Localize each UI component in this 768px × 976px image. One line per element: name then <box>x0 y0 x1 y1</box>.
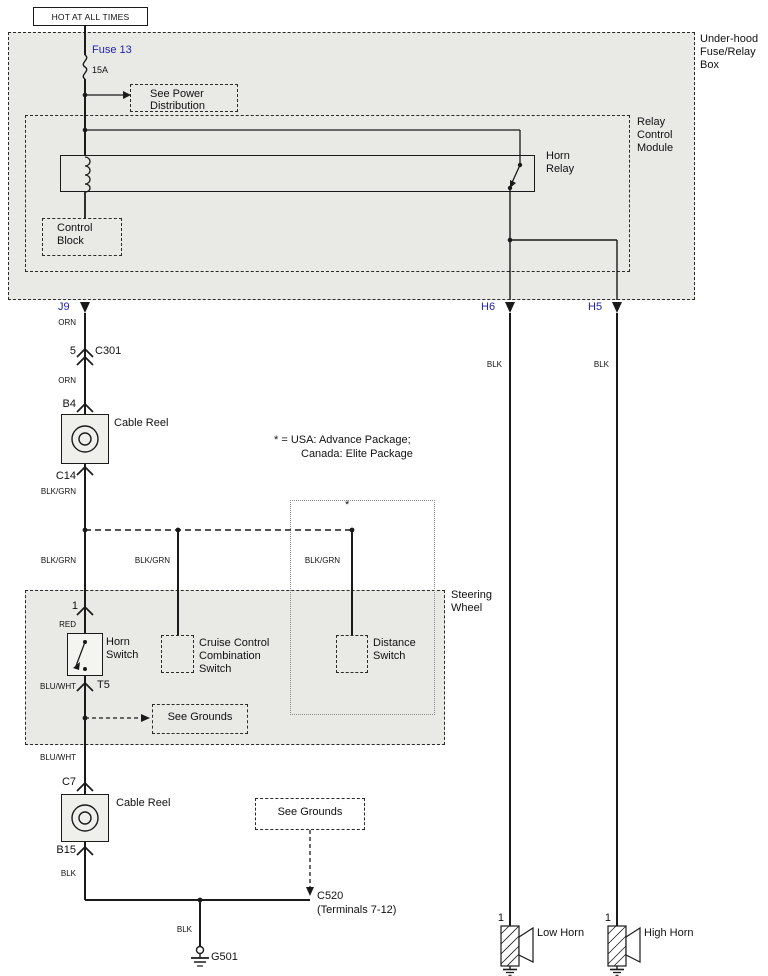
relay-module-label-3: Module <box>637 142 674 154</box>
c7-connector-icon <box>76 781 94 792</box>
see-grounds-label-2: See Grounds <box>277 806 343 818</box>
wire-color-bluwht-1: BLU/WHT <box>40 682 76 691</box>
wire-color-blkgrn-1: BLK/GRN <box>40 487 76 496</box>
wire-color-red: RED <box>59 620 76 629</box>
optional-package-region <box>290 500 435 715</box>
c520-arrow-icon <box>306 887 314 896</box>
relay-control-module-box <box>25 115 630 272</box>
steering-wheel-label-2: Wheel <box>451 602 483 614</box>
cable-reel-2-box <box>61 794 109 842</box>
cable-reel-1-box <box>61 414 109 464</box>
horn-relay-label-2: Relay <box>546 163 575 175</box>
hot-at-all-times-box: HOT AT ALL TIMES <box>33 7 148 26</box>
fuse-id-label: Fuse 13 <box>92 44 132 56</box>
see-power-label-1: See Power <box>150 88 204 100</box>
c14-label: C14 <box>55 470 76 482</box>
t5-label: T5 <box>97 679 110 691</box>
horn-feed-wires <box>509 313 618 926</box>
c301-label: C301 <box>95 345 122 357</box>
wire-color-blk-h5: BLK <box>593 360 609 369</box>
distance-switch-box <box>336 635 368 673</box>
wire-color-orn-2: ORN <box>58 376 76 385</box>
box-exit-arrows <box>80 302 622 313</box>
low-horn-symbol <box>500 925 534 976</box>
horn-switch-label-1: Horn <box>106 636 130 648</box>
horn-icon <box>607 925 627 967</box>
wire-color-blkgrn-4: BLK/GRN <box>304 556 340 565</box>
h5-exit-arrow-icon <box>612 302 622 313</box>
distance-label-1: Distance <box>373 637 416 649</box>
low-horn-pin-label: 1 <box>497 912 504 924</box>
horn-switch-label-2: Switch <box>106 649 139 661</box>
steering-pin-label: 1 <box>71 600 78 612</box>
control-block-box <box>42 218 122 256</box>
high-horn-label: High Horn <box>644 927 694 939</box>
fuse-rating-label: 15A <box>92 65 109 75</box>
bottom-ground-run <box>85 830 314 967</box>
cable-reel-2-label: Cable Reel <box>116 797 171 809</box>
c7-label: C7 <box>61 776 76 788</box>
distance-label-2: Switch <box>373 650 406 662</box>
cable-reel-1-label: Cable Reel <box>114 417 169 429</box>
see-grounds-label-1: See Grounds <box>167 711 233 723</box>
b15-connector-icon <box>76 845 94 856</box>
see-grounds-box-2 <box>255 798 365 830</box>
cruise-label-1: Cruise Control <box>199 637 270 649</box>
see-power-label-2: Distribution <box>150 100 206 112</box>
underhood-label-2: Fuse/Relay <box>700 46 756 58</box>
horn-icon <box>500 925 520 967</box>
c301-pin-label: 5 <box>69 345 76 357</box>
cruise-control-switch-box <box>161 635 194 673</box>
control-block-label-2: Block <box>57 235 84 247</box>
horn-relay-body <box>60 155 535 192</box>
cruise-label-2: Combination <box>199 650 261 662</box>
underhood-label-3: Box <box>700 59 719 71</box>
steering-wheel-label-1: Steering <box>451 589 492 601</box>
wire-color-blkgrn-3: BLK/GRN <box>134 556 170 565</box>
c520-terminals-label: (Terminals 7-12) <box>317 904 397 916</box>
horn-relay-label-1: Horn <box>546 150 570 162</box>
left-wire-run <box>76 313 94 633</box>
connector-j9-label: J9 <box>58 301 70 313</box>
underhood-label-1: Under-hood <box>700 33 759 45</box>
g501-ground-icon <box>195 945 205 955</box>
wire-color-blk-h6: BLK <box>486 360 502 369</box>
wire-color-blk-1: BLK <box>60 869 76 878</box>
hot-at-all-times-label: HOT AT ALL TIMES <box>51 11 130 22</box>
see-grounds-box-1 <box>152 704 248 734</box>
connector-h5-label: H5 <box>588 301 603 313</box>
b4-label: B4 <box>62 398 76 410</box>
c301-connector-icon <box>76 347 94 358</box>
wire-color-bluwht-2: BLU/WHT <box>40 753 76 762</box>
cruise-label-3: Switch <box>199 663 232 675</box>
low-horn-label: Low Horn <box>537 927 585 939</box>
control-block-label-1: Control <box>57 222 93 234</box>
wire-color-blk-2: BLK <box>176 925 192 934</box>
j9-exit-arrow-icon <box>80 302 90 313</box>
package-note-line-2: Canada: Elite Package <box>301 448 413 460</box>
b4-connector-icon <box>76 402 94 413</box>
c520-label: C520 <box>317 890 344 902</box>
high-horn-symbol <box>607 925 641 976</box>
relay-module-label-2: Control <box>637 129 673 141</box>
optional-star-label: * <box>345 499 350 511</box>
g501-label: G501 <box>211 951 238 963</box>
c14-connector-icon <box>76 465 94 476</box>
wire-color-orn-1: ORN <box>58 318 76 327</box>
relay-module-label-1: Relay <box>637 116 666 128</box>
high-horn-pin-label: 1 <box>604 912 611 924</box>
wire-color-blkgrn-2: BLK/GRN <box>40 556 76 565</box>
package-note-line-1: * = USA: Advance Package; <box>274 434 411 446</box>
underhood-fuse-relay-box <box>8 32 695 300</box>
horn-switch-box <box>67 633 103 676</box>
b15-label: B15 <box>56 844 76 856</box>
connector-h6-label: H6 <box>481 301 496 313</box>
h6-exit-arrow-icon <box>505 302 515 313</box>
